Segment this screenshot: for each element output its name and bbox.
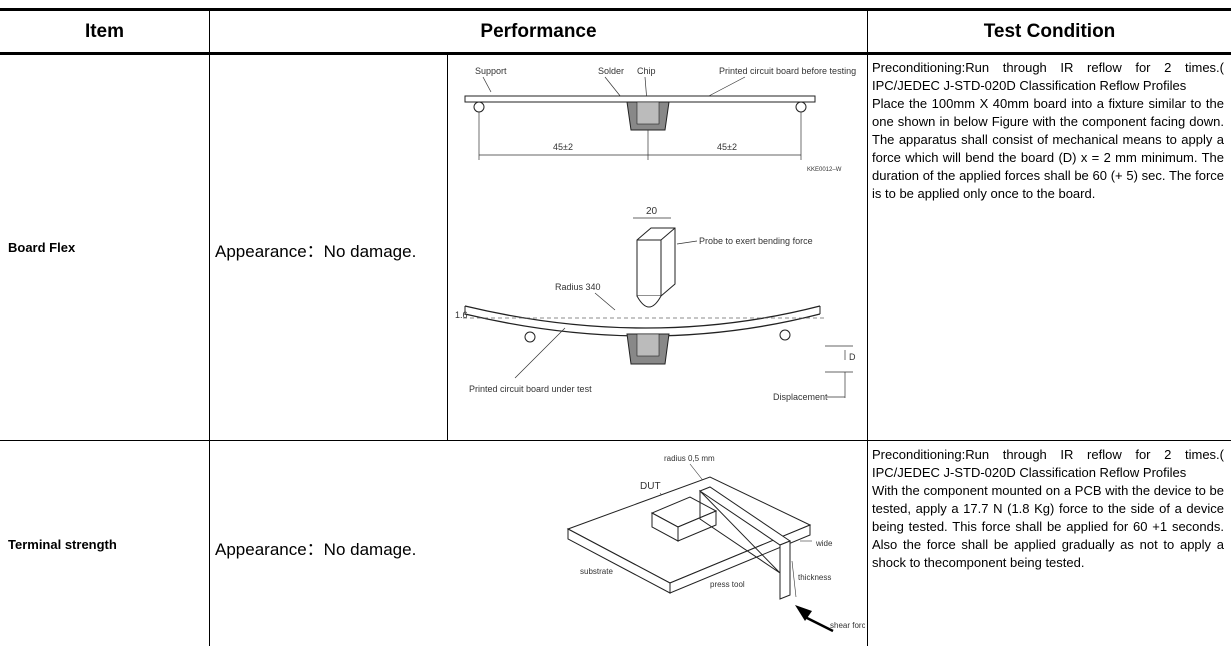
label-press-tool: press tool bbox=[710, 580, 745, 589]
label-thickness: thickness bbox=[798, 573, 831, 582]
condition-precondition: Preconditioning:Run through IR reflow fo… bbox=[872, 60, 1224, 93]
label-displacement: Displacement bbox=[773, 392, 828, 402]
label-radius: Radius 340 bbox=[555, 282, 601, 292]
row-test-condition-terminal-strength: Preconditioning:Run through IR reflow fo… bbox=[872, 446, 1224, 572]
label-wide: wide bbox=[815, 539, 833, 548]
label-pcb-under: Printed circuit board under test bbox=[469, 384, 592, 394]
row-performance-terminal-strength: Appearance：No damage. bbox=[215, 540, 417, 559]
board-flex-before-figure: Support Solder Chip Printed circuit boar… bbox=[464, 66, 856, 173]
row-item-board-flex: Board Flex bbox=[8, 240, 76, 255]
label-chip: Chip bbox=[637, 66, 656, 76]
label-probe: Probe to exert bending force bbox=[699, 236, 813, 246]
row-item-terminal-strength: Terminal strength bbox=[8, 537, 117, 552]
label-solder: Solder bbox=[598, 66, 624, 76]
col-divider-item bbox=[209, 8, 210, 646]
board-flex-under-test-figure: 20 Probe to exert bending force Radius 3… bbox=[455, 206, 856, 402]
label-dim-left: 45±2 bbox=[553, 142, 573, 152]
header-item: Item bbox=[84, 21, 125, 42]
label-radius-0-5: radius 0,5 mm bbox=[664, 454, 715, 463]
label-pcb-before: Printed circuit board before testing bbox=[719, 66, 856, 76]
condition-precondition: Preconditioning:Run through IR reflow fo… bbox=[872, 447, 1224, 480]
row-divider bbox=[0, 440, 1231, 441]
condition-procedure: With the component mounted on a PCB with… bbox=[872, 483, 1224, 570]
label-dut: DUT bbox=[640, 481, 661, 492]
header-bottom-border bbox=[0, 52, 1231, 55]
table-top-border bbox=[0, 8, 1231, 11]
header-performance: Performance bbox=[480, 21, 597, 42]
terminal-strength-figure: radius 0,5 mm DUT wide thickness substra… bbox=[566, 454, 865, 633]
label-probe-width: 20 bbox=[646, 206, 658, 217]
row-performance-board-flex: Appearance：No damage. bbox=[215, 242, 417, 261]
label-dim-right: 45±2 bbox=[717, 142, 737, 152]
label-d: D bbox=[849, 352, 856, 362]
label-substrate: substrate bbox=[580, 567, 613, 576]
label-thickness: 1.6 bbox=[455, 310, 468, 320]
label-support: Support bbox=[475, 66, 507, 76]
figure-divider bbox=[447, 55, 448, 440]
label-figure-code: KKE0012–W bbox=[807, 167, 842, 173]
header-test-condition: Test Condition bbox=[983, 21, 1116, 42]
col-divider-condition bbox=[867, 8, 868, 646]
condition-procedure: Place the 100mm X 40mm board into a fixt… bbox=[872, 96, 1224, 201]
row-test-condition-board-flex: Preconditioning:Run through IR reflow fo… bbox=[872, 59, 1224, 203]
label-shear-force: shear force bbox=[830, 621, 865, 630]
